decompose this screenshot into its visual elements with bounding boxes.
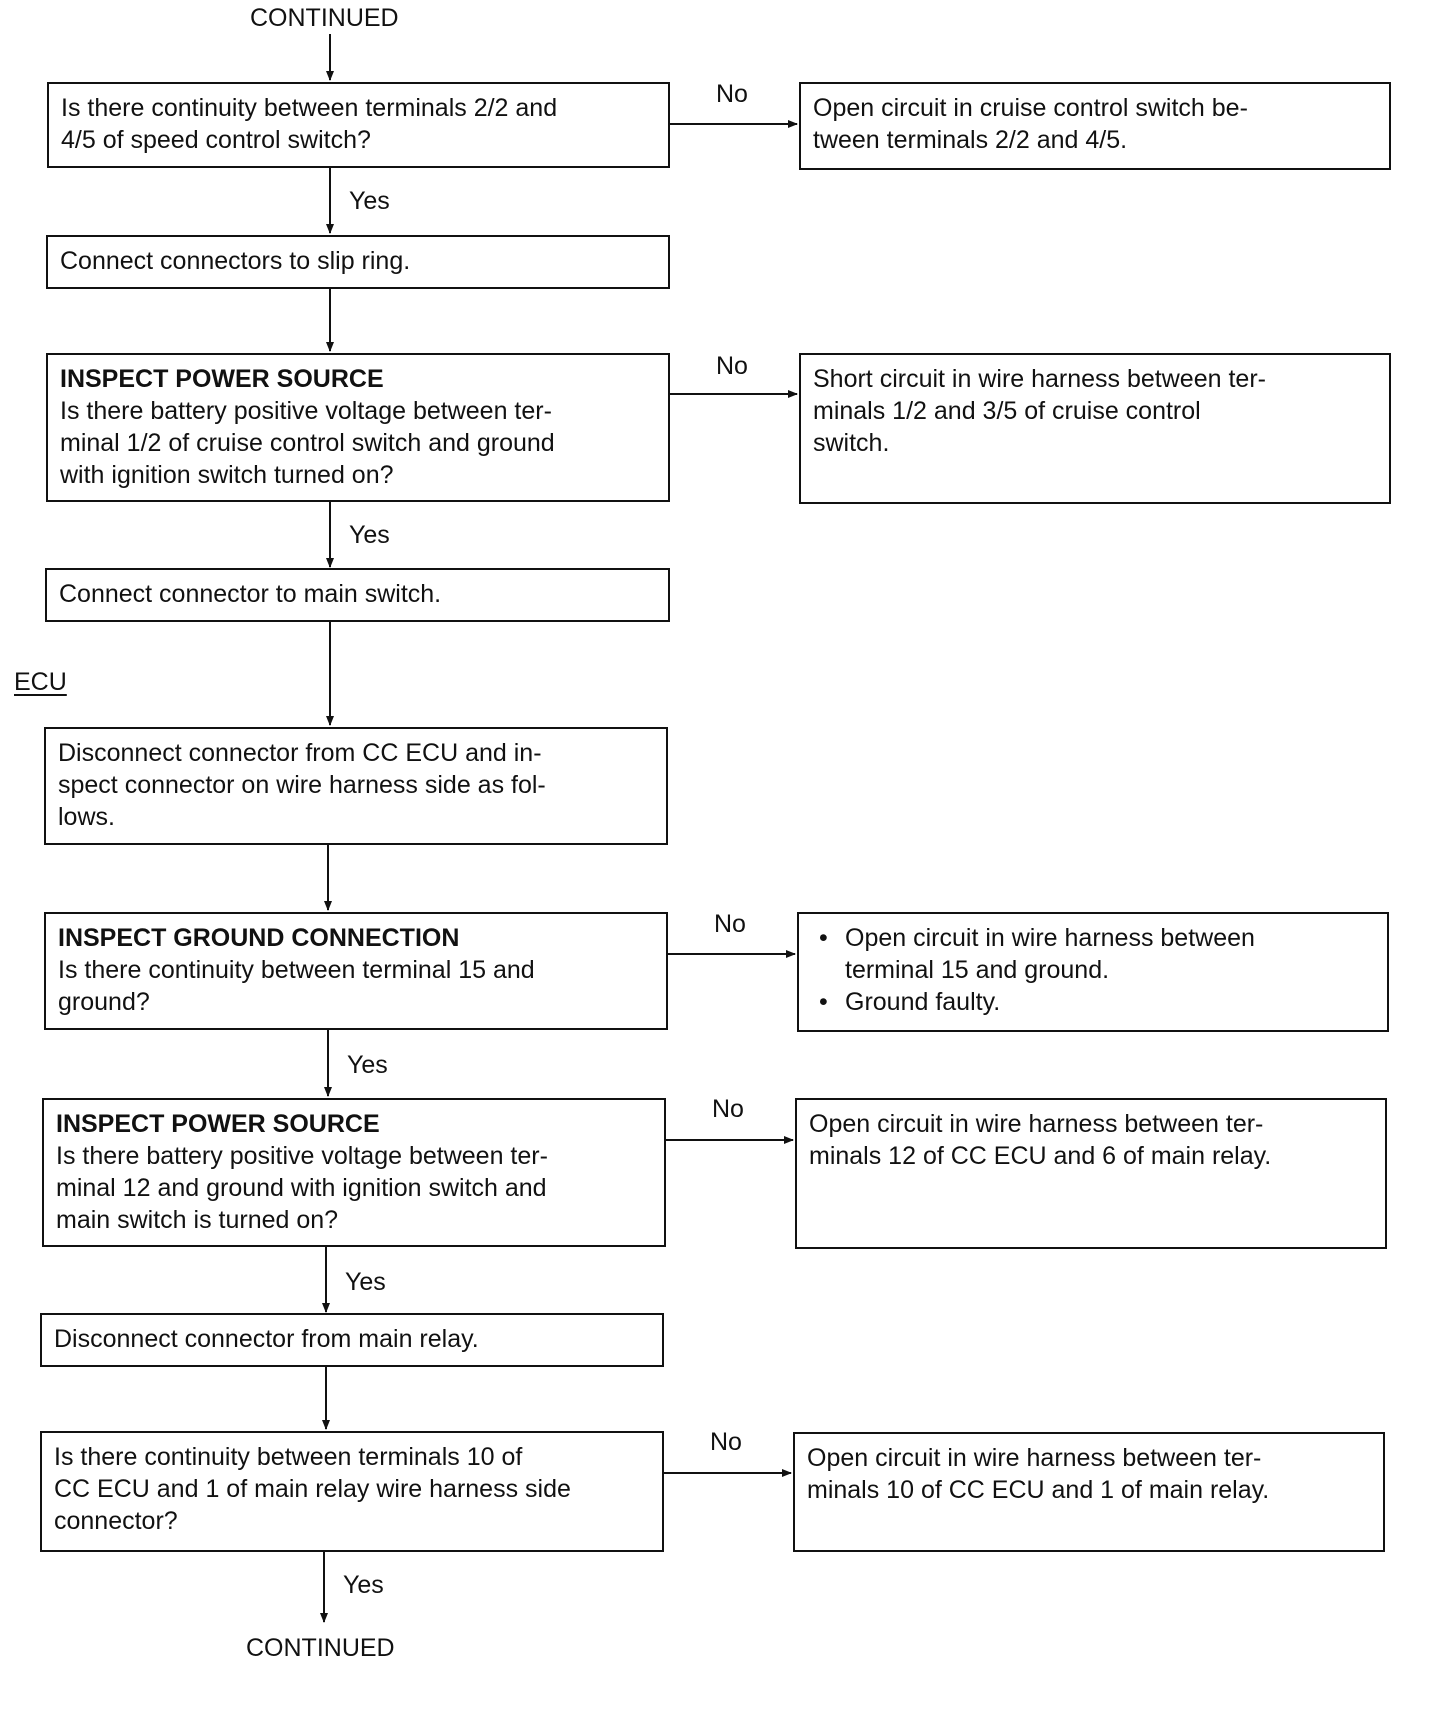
result-text: Ground faulty. — [845, 988, 1001, 1016]
yes-label: Yes — [349, 187, 390, 215]
step-text: connector? — [54, 1507, 178, 1535]
result-bullet-list: Open circuit in wire harness between ter… — [811, 922, 1375, 1018]
yes-label: Yes — [349, 521, 390, 549]
step-text: Is there battery positive voltage betwee… — [60, 397, 552, 425]
step-box-connect-slip-ring: Connect connectors to slip ring. — [46, 235, 670, 289]
step-heading: INSPECT POWER SOURCE — [56, 1110, 380, 1138]
step-box-continuity-terminal-10: Is there continuity between terminals 10… — [40, 1431, 664, 1552]
no-label: No — [712, 1095, 744, 1123]
step-box-power-source-terminal-12: INSPECT POWER SOURCE Is there battery po… — [42, 1098, 666, 1247]
no-label: No — [710, 1428, 742, 1456]
result-text: Open circuit in wire harness between ter… — [807, 1444, 1262, 1472]
step-text: spect connector on wire harness side as … — [58, 771, 546, 799]
step-box-connect-main-switch: Connect connector to main switch. — [45, 568, 670, 622]
result-text: minals 1/2 and 3/5 of cruise control — [813, 397, 1201, 425]
result-text: Short circuit in wire harness between te… — [813, 365, 1266, 393]
result-bullet-item: Ground faulty. — [811, 986, 1375, 1018]
step-text: Connect connectors to slip ring. — [60, 247, 411, 275]
continued-bottom-label: CONTINUED — [246, 1634, 395, 1662]
step-text: 4/5 of speed control switch? — [61, 126, 371, 154]
step-box-disconnect-main-relay: Disconnect connector from main relay. — [40, 1313, 664, 1367]
no-label: No — [714, 910, 746, 938]
yes-label: Yes — [343, 1571, 384, 1599]
step-box-power-source-cruise-switch: INSPECT POWER SOURCE Is there battery po… — [46, 353, 670, 502]
step-box-ground-connection: INSPECT GROUND CONNECTION Is there conti… — [44, 912, 668, 1030]
step-text: ground? — [58, 988, 150, 1016]
step-text: Is there continuity between terminal 15 … — [58, 956, 535, 984]
step-box-disconnect-cc-ecu: Disconnect connector from CC ECU and in-… — [44, 727, 668, 845]
step-text: Is there continuity between terminals 10… — [54, 1443, 523, 1471]
result-bullet-item: Open circuit in wire harness between ter… — [811, 922, 1375, 986]
ecu-section-label: ECU — [14, 668, 67, 696]
step-text: with ignition switch turned on? — [60, 461, 394, 489]
result-text: terminal 15 and ground. — [845, 956, 1110, 984]
step-text: minal 12 and ground with ignition switch… — [56, 1174, 547, 1202]
no-label: No — [716, 352, 748, 380]
step-text: minal 1/2 of cruise control switch and g… — [60, 429, 555, 457]
yes-label: Yes — [347, 1051, 388, 1079]
result-box-open-circuit-terminal-10: Open circuit in wire harness between ter… — [793, 1432, 1385, 1552]
step-text: Is there battery positive voltage betwee… — [56, 1142, 548, 1170]
step-box-continuity-speed-switch: Is there continuity between terminals 2/… — [47, 82, 670, 168]
result-box-open-circuit-terminal-12: Open circuit in wire harness between ter… — [795, 1098, 1387, 1249]
result-text: minals 12 of CC ECU and 6 of main relay. — [809, 1142, 1272, 1170]
result-box-open-circuit-ground: Open circuit in wire harness between ter… — [797, 912, 1389, 1032]
step-text: Connect connector to main switch. — [59, 580, 442, 608]
yes-label: Yes — [345, 1268, 386, 1296]
result-box-open-circuit-cruise-switch: Open circuit in cruise control switch be… — [799, 82, 1391, 170]
no-label: No — [716, 80, 748, 108]
result-text: Open circuit in cruise control switch be… — [813, 94, 1248, 122]
result-box-short-circuit-harness: Short circuit in wire harness between te… — [799, 353, 1391, 504]
step-text: lows. — [58, 803, 115, 831]
step-heading: INSPECT GROUND CONNECTION — [58, 924, 460, 952]
step-text: Is there continuity between terminals 2/… — [61, 94, 558, 122]
result-text: minals 10 of CC ECU and 1 of main relay. — [807, 1476, 1270, 1504]
step-heading: INSPECT POWER SOURCE — [60, 365, 384, 393]
step-text: Disconnect connector from CC ECU and in- — [58, 739, 542, 767]
step-text: Disconnect connector from main relay. — [54, 1325, 479, 1353]
continued-top-label: CONTINUED — [250, 4, 399, 32]
step-text: main switch is turned on? — [56, 1206, 339, 1234]
step-text: CC ECU and 1 of main relay wire harness … — [54, 1475, 571, 1503]
result-text: tween terminals 2/2 and 4/5. — [813, 126, 1128, 154]
result-text: Open circuit in wire harness between ter… — [809, 1110, 1264, 1138]
result-text: switch. — [813, 429, 890, 457]
result-text: Open circuit in wire harness between — [845, 924, 1255, 952]
